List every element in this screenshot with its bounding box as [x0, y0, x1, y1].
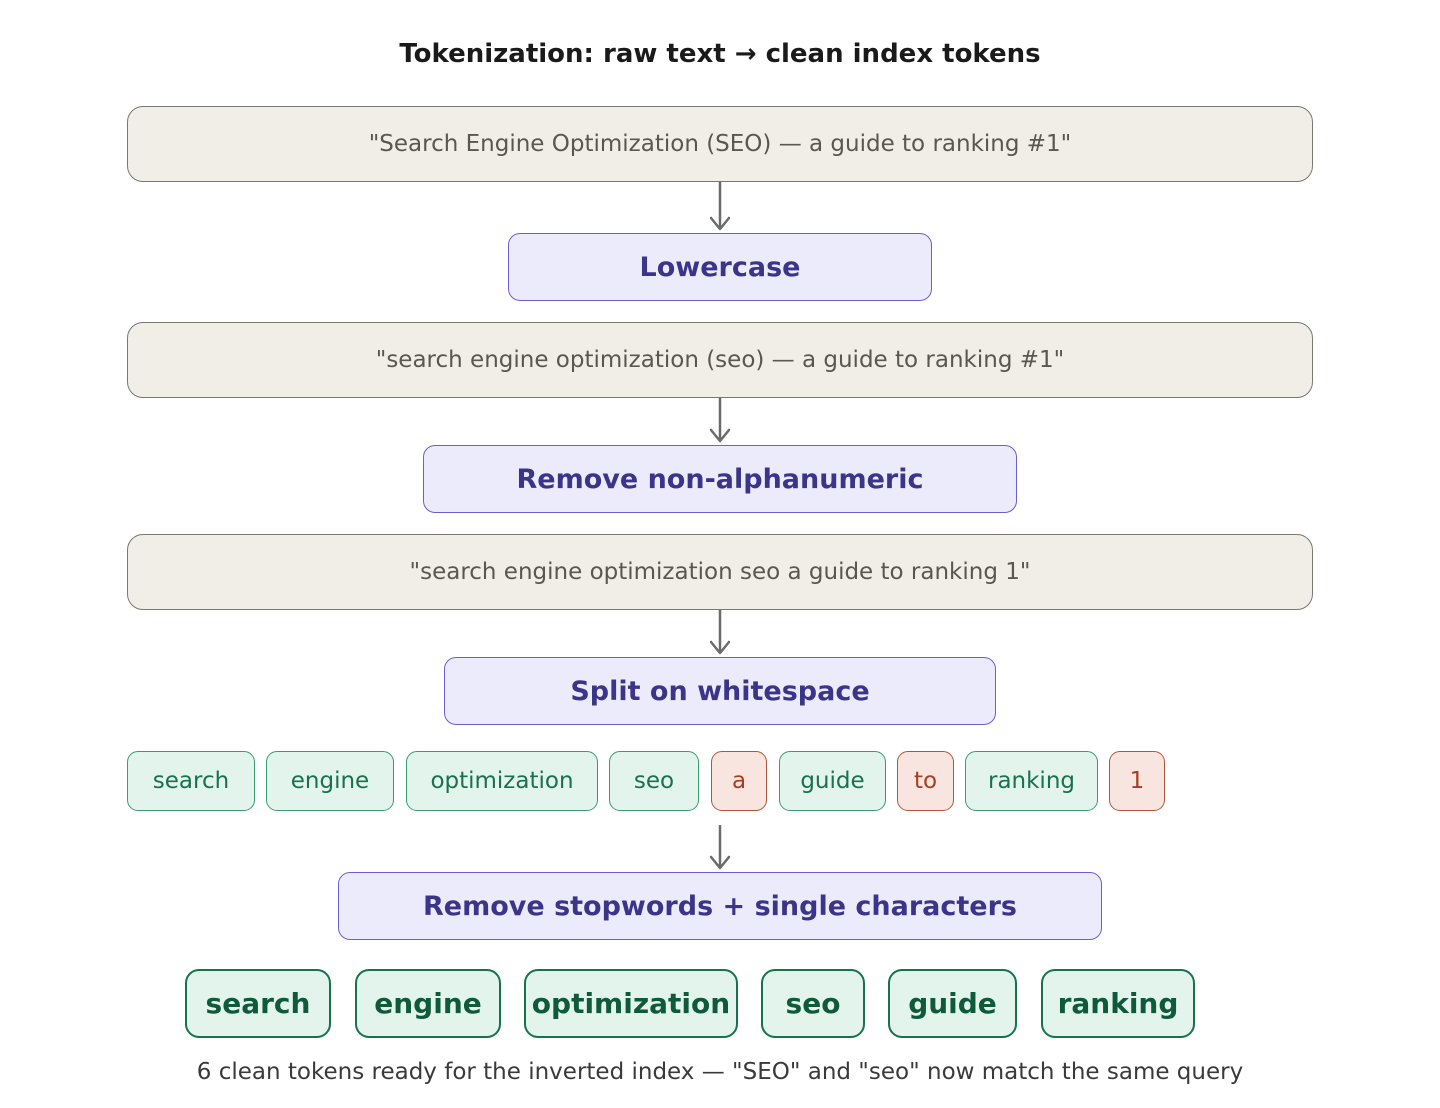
cleaned-text-box: "search engine optimization seo a guide …: [127, 534, 1313, 610]
split-token-guide: guide: [779, 751, 886, 811]
split-token-seo: seo: [609, 751, 699, 811]
split-token-ranking: ranking: [965, 751, 1098, 811]
arrow-down-icon: [709, 182, 731, 231]
step-split-on-whitespace: Split on whitespace: [444, 657, 996, 725]
lowercased-text-box: "search engine optimization (seo) — a gu…: [127, 322, 1313, 398]
arrow-down-icon: [709, 610, 731, 655]
split-token-to: to: [897, 751, 954, 811]
step-remove-non-alphanumeric: Remove non-alphanumeric: [423, 445, 1017, 513]
arrow-down-icon: [709, 398, 731, 443]
split-token-a: a: [711, 751, 767, 811]
final-token-optimization: optimization: [524, 969, 738, 1038]
diagram-title: Tokenization: raw text → clean index tok…: [399, 39, 1041, 69]
split-token-1: 1: [1109, 751, 1165, 811]
step-remove-stopwords: Remove stopwords + single characters: [338, 872, 1102, 940]
final-token-search: search: [185, 969, 331, 1038]
final-token-seo: seo: [761, 969, 865, 1038]
split-token-engine: engine: [266, 751, 394, 811]
step-lowercase: Lowercase: [508, 233, 932, 301]
split-token-optimization: optimization: [406, 751, 598, 811]
arrow-down-icon: [709, 825, 731, 870]
final-token-ranking: ranking: [1041, 969, 1195, 1038]
final-token-guide: guide: [888, 969, 1017, 1038]
raw-text-box: "Search Engine Optimization (SEO) — a gu…: [127, 106, 1313, 182]
caption: 6 clean tokens ready for the inverted in…: [196, 1059, 1244, 1085]
final-token-engine: engine: [355, 969, 501, 1038]
split-token-search: search: [127, 751, 255, 811]
